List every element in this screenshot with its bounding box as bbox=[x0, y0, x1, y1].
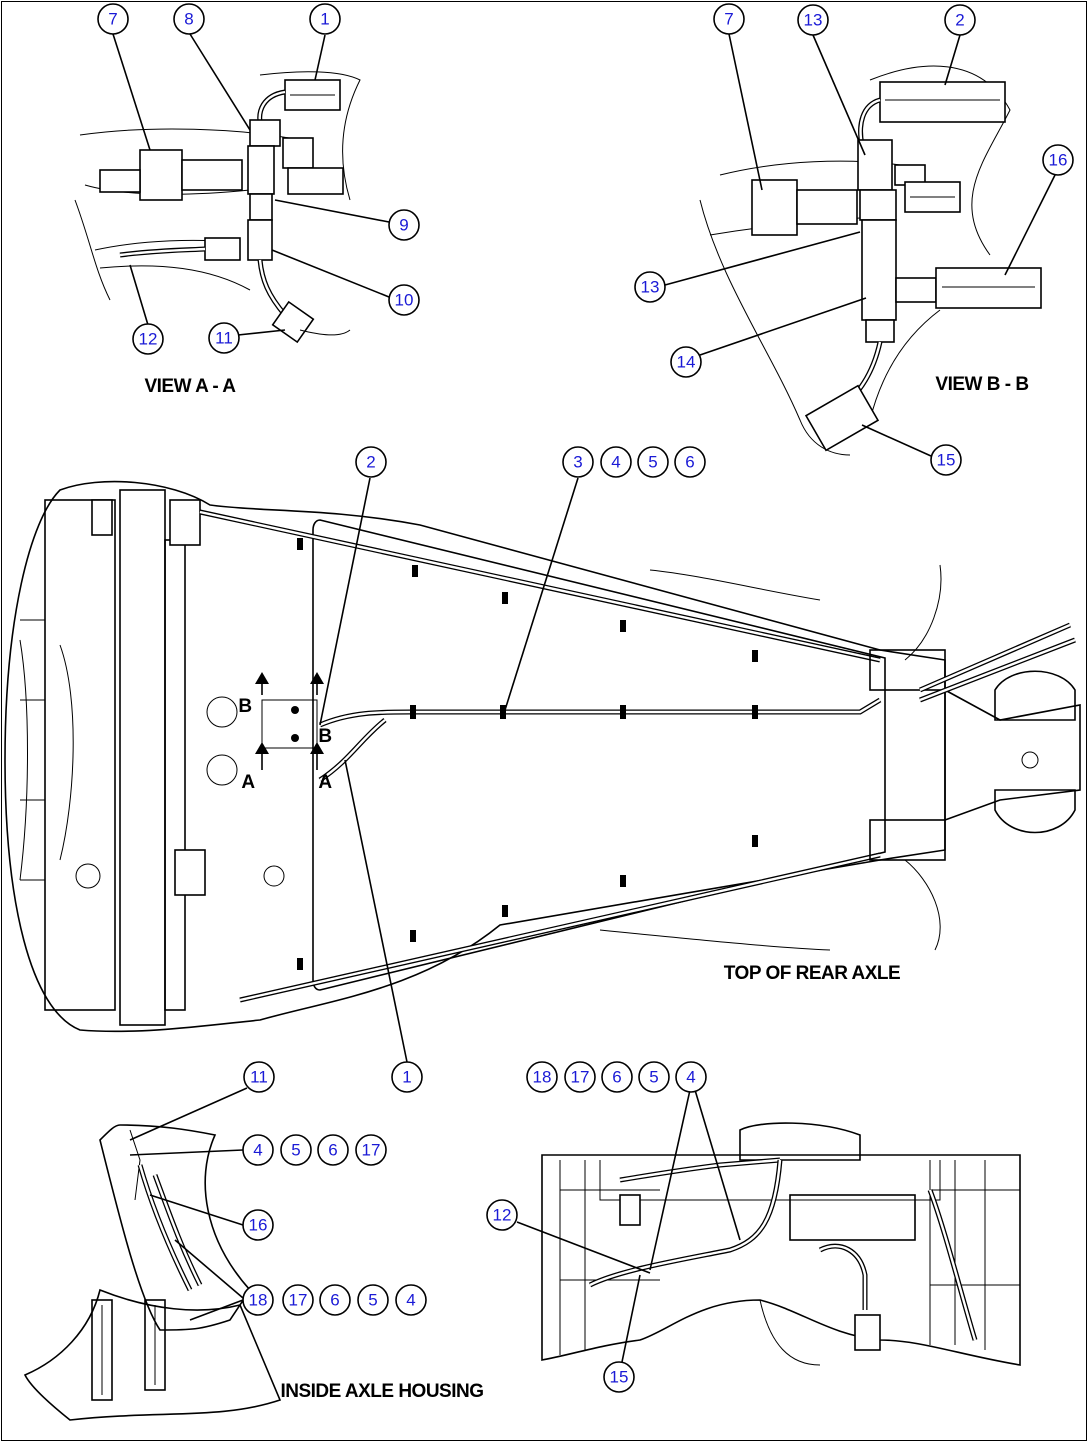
section-label-b-right: B bbox=[318, 726, 331, 747]
svg-text:4: 4 bbox=[686, 1068, 695, 1087]
callout-17-br: 17 bbox=[564, 1061, 596, 1093]
callout-4-top: 4 bbox=[600, 446, 632, 478]
svg-text:2: 2 bbox=[955, 11, 964, 30]
svg-text:6: 6 bbox=[685, 453, 694, 472]
callout-4-br: 4 bbox=[675, 1061, 707, 1093]
svg-text:1: 1 bbox=[402, 1068, 411, 1087]
callout-15: 15 bbox=[930, 444, 962, 476]
callout-3: 3 bbox=[562, 446, 594, 478]
svg-text:4: 4 bbox=[406, 1291, 415, 1310]
svg-text:4: 4 bbox=[611, 453, 620, 472]
inside-housing-leaders bbox=[129, 1087, 248, 1321]
callout-1: 1 bbox=[309, 3, 341, 35]
callout-14: 14 bbox=[670, 346, 702, 378]
svg-text:2: 2 bbox=[366, 453, 375, 472]
svg-text:16: 16 bbox=[1049, 151, 1068, 170]
section-label-a-right: A bbox=[318, 772, 332, 793]
svg-text:17: 17 bbox=[289, 1291, 308, 1310]
view-b-caption: VIEW B - B bbox=[935, 374, 1028, 395]
callout-5-top: 5 bbox=[637, 446, 669, 478]
svg-text:16: 16 bbox=[249, 1216, 268, 1235]
callout-17-inside-b: 17 bbox=[282, 1284, 314, 1316]
callout-7: 7 bbox=[97, 3, 129, 35]
callout-18-br: 18 bbox=[526, 1061, 558, 1093]
rear-axle-caption: TOP OF REAR AXLE bbox=[724, 963, 900, 984]
svg-text:18: 18 bbox=[533, 1068, 552, 1087]
svg-text:3: 3 bbox=[573, 453, 582, 472]
inside-housing-drawing bbox=[23, 1124, 282, 1421]
svg-text:12: 12 bbox=[139, 330, 158, 349]
callout-7b: 7 bbox=[713, 3, 745, 35]
svg-text:17: 17 bbox=[362, 1141, 381, 1160]
svg-text:7: 7 bbox=[108, 10, 117, 29]
inside-housing-caption: INSIDE AXLE HOUSING bbox=[280, 1381, 483, 1402]
svg-text:4: 4 bbox=[253, 1141, 262, 1160]
callout-13b: 13 bbox=[634, 271, 666, 303]
view-a-leaders bbox=[112, 33, 390, 336]
callout-6-top: 6 bbox=[674, 446, 706, 478]
view-b-drawing bbox=[699, 65, 1042, 456]
svg-text:18: 18 bbox=[249, 1291, 268, 1310]
svg-text:11: 11 bbox=[215, 329, 233, 348]
svg-text:5: 5 bbox=[291, 1141, 300, 1160]
callout-6-inside: 6 bbox=[317, 1134, 349, 1166]
callout-11: 11 bbox=[208, 322, 240, 354]
callout-11-inside: 11 bbox=[243, 1061, 275, 1093]
callout-6-br: 6 bbox=[601, 1061, 633, 1093]
bottom-right-leaders bbox=[516, 1089, 741, 1363]
svg-text:6: 6 bbox=[612, 1068, 621, 1087]
callout-8: 8 bbox=[173, 3, 205, 35]
rear-axle-drawing bbox=[4, 480, 1081, 1033]
section-mark-b-upper bbox=[255, 672, 269, 695]
svg-text:15: 15 bbox=[937, 451, 956, 470]
callout-5-br: 5 bbox=[638, 1061, 670, 1093]
callout-2-top: 2 bbox=[355, 446, 387, 478]
view-b-leaders bbox=[664, 33, 1056, 457]
callout-4-inside: 4 bbox=[242, 1134, 274, 1166]
svg-text:9: 9 bbox=[399, 216, 408, 235]
callout-16-inside: 16 bbox=[242, 1209, 274, 1241]
svg-text:17: 17 bbox=[571, 1068, 590, 1087]
callout-12-br: 12 bbox=[486, 1199, 518, 1231]
callout-4-inside-b: 4 bbox=[395, 1284, 427, 1316]
section-label-a: A bbox=[241, 772, 255, 793]
callout-16: 16 bbox=[1042, 144, 1074, 176]
svg-text:11: 11 bbox=[250, 1068, 268, 1087]
callout-15-br: 15 bbox=[603, 1361, 635, 1393]
svg-text:5: 5 bbox=[649, 1068, 658, 1087]
rear-axle-leaders bbox=[319, 477, 579, 1063]
svg-text:1: 1 bbox=[320, 10, 329, 29]
svg-text:5: 5 bbox=[368, 1291, 377, 1310]
svg-text:6: 6 bbox=[328, 1141, 337, 1160]
view-a-caption: VIEW A - A bbox=[144, 376, 236, 397]
svg-text:12: 12 bbox=[493, 1206, 512, 1225]
callout-2: 2 bbox=[944, 4, 976, 36]
section-mark-b-right bbox=[310, 672, 324, 695]
svg-text:13: 13 bbox=[804, 11, 823, 30]
callout-12: 12 bbox=[132, 323, 164, 355]
callout-10: 10 bbox=[388, 284, 420, 316]
svg-text:5: 5 bbox=[648, 453, 657, 472]
svg-text:15: 15 bbox=[610, 1368, 629, 1387]
callout-18-inside: 18 bbox=[242, 1284, 274, 1316]
svg-text:7: 7 bbox=[724, 10, 733, 29]
callout-13: 13 bbox=[797, 4, 829, 36]
callout-1-top: 1 bbox=[391, 1061, 423, 1093]
svg-text:13: 13 bbox=[641, 278, 660, 297]
bottom-right-drawing bbox=[541, 1122, 1021, 1366]
view-a-drawing bbox=[74, 71, 361, 344]
callout-5-inside: 5 bbox=[280, 1134, 312, 1166]
svg-text:8: 8 bbox=[184, 10, 193, 29]
callout-9: 9 bbox=[388, 209, 420, 241]
svg-text:10: 10 bbox=[395, 291, 414, 310]
section-label-b: B bbox=[238, 696, 251, 717]
callout-5-inside-b: 5 bbox=[357, 1284, 389, 1316]
svg-text:14: 14 bbox=[677, 353, 696, 372]
callout-6-inside-b: 6 bbox=[319, 1284, 351, 1316]
svg-text:6: 6 bbox=[330, 1291, 339, 1310]
callout-17-inside: 17 bbox=[355, 1134, 387, 1166]
